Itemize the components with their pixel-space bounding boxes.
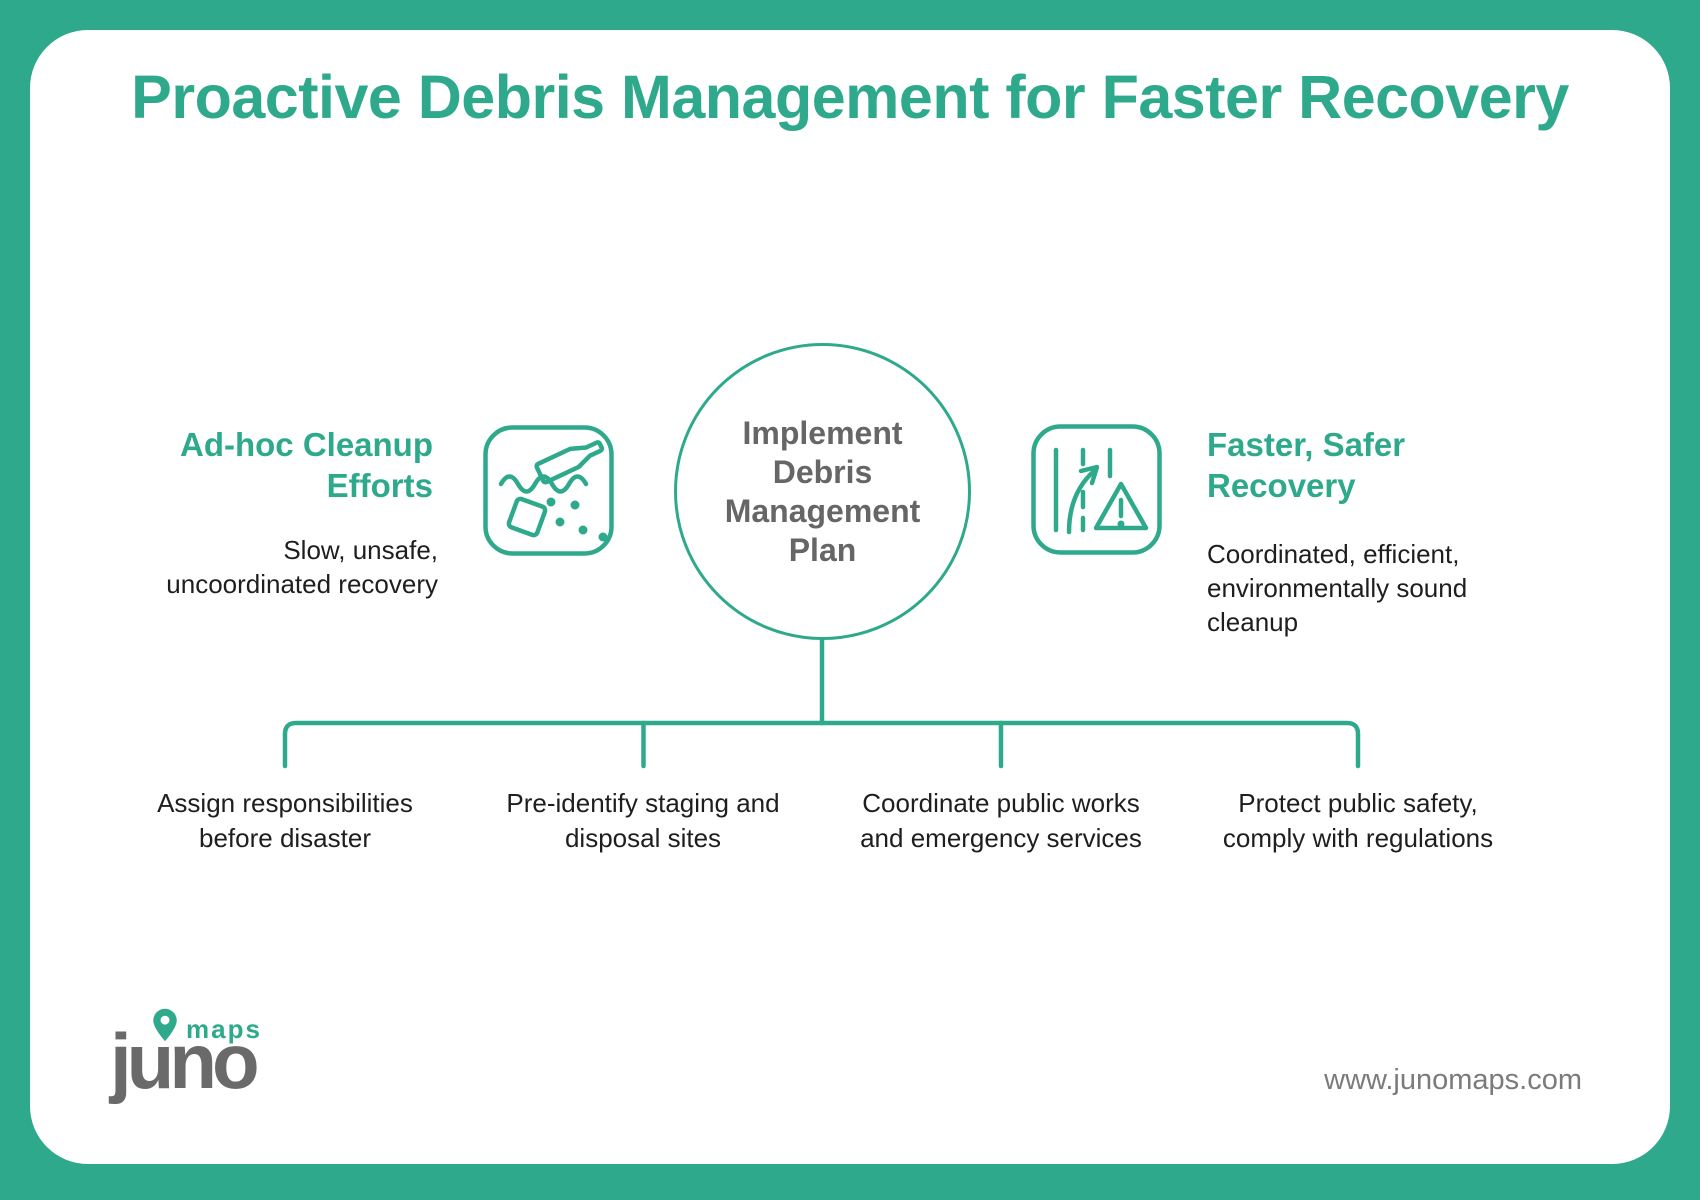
branch-label-coordination: Coordinate public works and emergency se… <box>860 788 1142 853</box>
after-state-description: Coordinated, efficient, environmentally … <box>1207 539 1468 637</box>
logo-wordmark-text: juno <box>110 1017 260 1105</box>
before-state-description: Slow, unsafe, uncoordinated recovery <box>166 535 438 599</box>
website-url: www.junomaps.com <box>1324 1064 1582 1096</box>
central-plan-node: Implement Debris Management Plan <box>674 343 971 640</box>
central-plan-label: Implement Debris Management Plan <box>724 414 921 568</box>
branch-label-public-safety: Protect public safety, comply with regul… <box>1222 788 1494 853</box>
branch-label-responsibilities: Assign responsibilities before disaster <box>157 788 413 853</box>
debris-in-water-icon <box>483 425 614 556</box>
branch-label-staging-sites: Pre-identify staging and disposal sites <box>506 788 780 853</box>
before-state-heading: Ad-hoc Cleanup Efforts <box>180 426 433 504</box>
road-hazard-recovery-icon <box>1031 424 1162 555</box>
page-title: Proactive Debris Management for Faster R… <box>131 63 1569 131</box>
juno-maps-logo: maps juno <box>110 1000 330 1120</box>
logo-maps-text: maps <box>186 1014 262 1044</box>
after-state-heading: Faster, Safer Recovery <box>1207 426 1406 504</box>
map-pin-icon <box>153 1008 177 1042</box>
